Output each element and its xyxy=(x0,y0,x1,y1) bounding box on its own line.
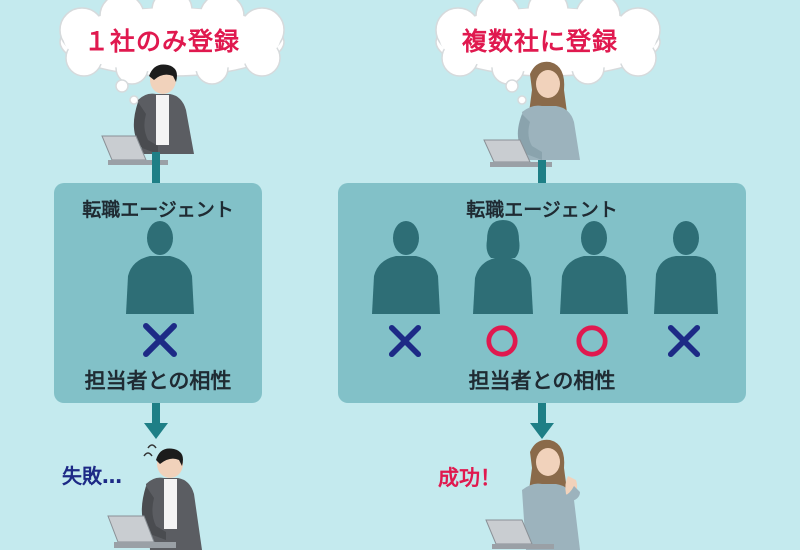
result-x-icon xyxy=(143,323,177,357)
result-x-icon xyxy=(667,324,701,358)
worried-man-with-laptop-icon xyxy=(107,444,202,550)
thought-bubble-right xyxy=(435,0,661,105)
result-x-icon xyxy=(388,324,422,358)
result-o-icon xyxy=(486,325,518,357)
bubble-text-right: 複数社に登録 xyxy=(462,27,619,56)
man-with-laptop-icon xyxy=(101,64,194,165)
outcome-text-right: 成功！ xyxy=(438,466,501,490)
connector-line-left-top xyxy=(152,152,160,184)
agent-silhouette-icon xyxy=(372,221,440,314)
agent-silhouette-icon xyxy=(560,221,628,314)
female-agent-silhouette-icon xyxy=(473,220,533,314)
outcome-text-left: 失敗… xyxy=(62,464,122,488)
connector-line-right-top xyxy=(538,160,546,184)
arrow-down-icon xyxy=(144,403,168,439)
arrow-down-icon xyxy=(530,403,554,439)
bubble-text-left: １社のみ登録 xyxy=(84,27,241,56)
woman-with-laptop-icon xyxy=(483,61,580,167)
agent-silhouette-icon xyxy=(126,221,194,314)
panel-footer-left: 担当者との相性 xyxy=(84,369,232,393)
agent-silhouette-icon xyxy=(654,221,718,314)
thought-bubble-left xyxy=(59,0,285,105)
happy-woman-with-laptop-icon xyxy=(485,439,580,550)
panel-title-left: 転職エージェント xyxy=(82,199,234,221)
panel-title-right: 転職エージェント xyxy=(466,199,618,221)
result-o-icon xyxy=(576,325,608,357)
panel-footer-right: 担当者との相性 xyxy=(468,369,616,393)
